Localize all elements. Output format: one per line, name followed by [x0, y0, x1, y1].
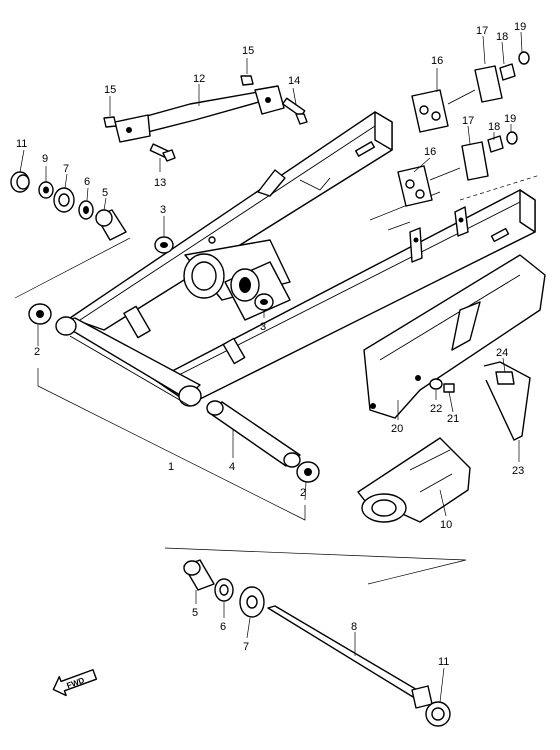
callout-16: 16	[424, 146, 436, 158]
callout-18: 18	[496, 31, 508, 43]
callout-13: 13	[154, 177, 166, 189]
torque-link-rod	[114, 85, 285, 143]
callout-12: 12	[193, 73, 205, 85]
callout-7: 7	[243, 641, 249, 653]
callout-3: 3	[260, 321, 266, 333]
callout-labels: 15 12 14 15 13 11 9 7 6 5 3 3 2 1 4 2 16…	[16, 21, 526, 668]
right-pivot-hardware	[183, 559, 451, 727]
callout-17: 17	[462, 115, 474, 127]
chain-adjuster-lower	[397, 131, 518, 207]
chain-guide	[357, 437, 471, 523]
leader-lines	[19, 31, 523, 703]
pivot-spacer-tube	[206, 400, 301, 468]
swingarm	[55, 111, 536, 407]
callout-9: 9	[42, 153, 48, 165]
callout-20: 20	[391, 423, 403, 435]
callout-21: 21	[447, 413, 459, 425]
callout-4: 4	[229, 461, 235, 473]
forward-direction-marker: FWD	[52, 669, 98, 697]
left-pivot-hardware	[10, 171, 274, 325]
pivot-bearing-right	[296, 461, 320, 483]
callout-3: 3	[160, 204, 166, 216]
forward-arrow-icon	[52, 669, 98, 697]
callout-16: 16	[431, 55, 443, 67]
callout-15: 15	[242, 45, 254, 57]
mud-guard-bracket	[483, 361, 531, 441]
callout-6: 6	[220, 621, 226, 633]
callout-19: 19	[514, 21, 526, 33]
callout-24: 24	[496, 347, 508, 359]
chain-case	[363, 254, 546, 419]
callout-15: 15	[104, 84, 116, 96]
callout-14: 14	[288, 75, 300, 87]
callout-22: 22	[430, 403, 442, 415]
callout-17: 17	[476, 25, 488, 37]
callout-8: 8	[351, 621, 357, 633]
callout-7: 7	[63, 163, 69, 175]
callout-11: 11	[16, 138, 27, 150]
callout-1: 1	[168, 461, 174, 473]
callout-2: 2	[300, 487, 306, 499]
callout-5: 5	[192, 607, 198, 619]
chain-adjuster-upper	[411, 51, 530, 133]
callout-23: 23	[512, 465, 524, 477]
torque-link-bolts	[103, 75, 308, 162]
assembly-guide-lines	[14, 174, 541, 585]
callout-2: 2	[34, 346, 40, 358]
callout-18: 18	[488, 121, 500, 133]
callout-6: 6	[84, 176, 90, 188]
callout-10: 10	[440, 519, 452, 531]
chain-case-fasteners	[429, 378, 455, 393]
fwd-label: FWD	[65, 676, 85, 691]
callout-19: 19	[504, 113, 516, 125]
callout-11: 11	[438, 656, 449, 668]
callout-5: 5	[102, 187, 108, 199]
